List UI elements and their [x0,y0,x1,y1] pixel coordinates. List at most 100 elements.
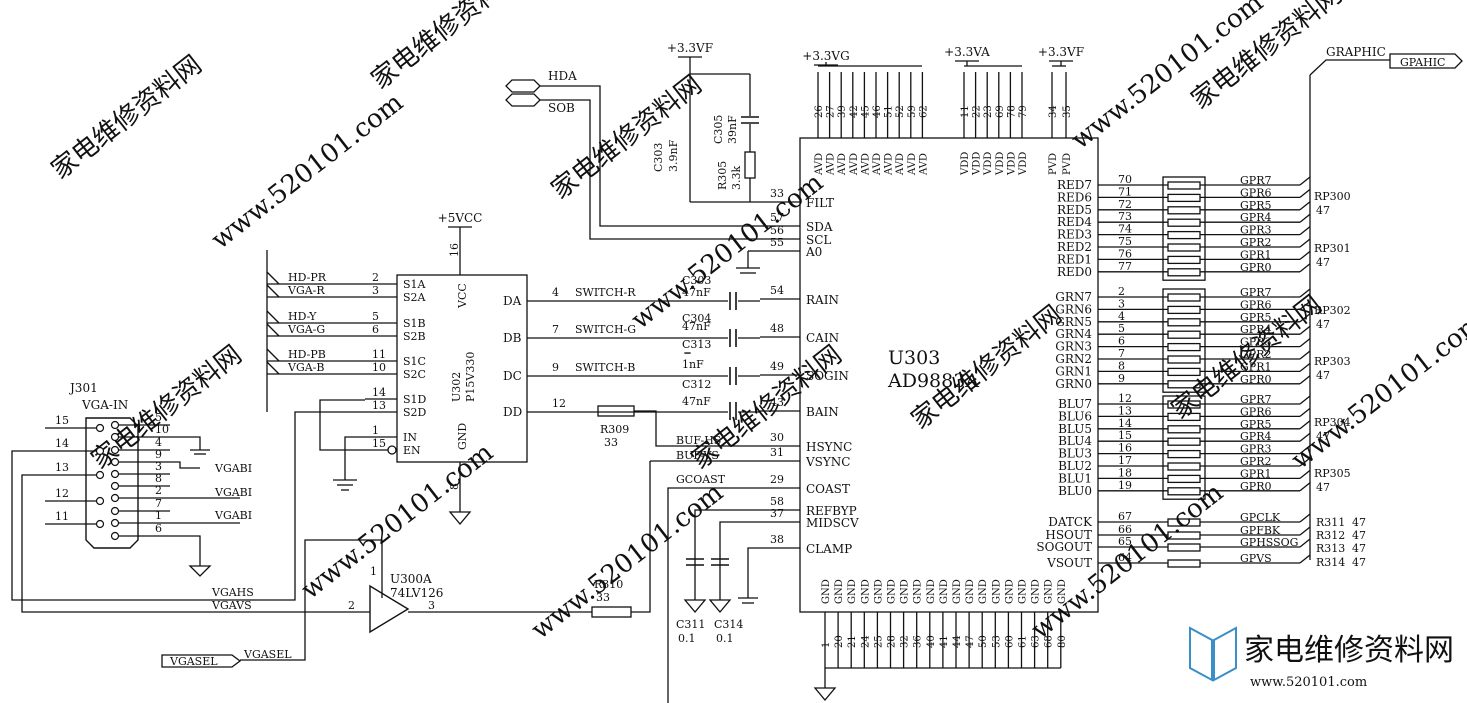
u302-output-net-label: SWITCH-R [575,286,636,299]
bus-entry [1299,538,1311,548]
resistor-pack-reference: RP304 [1314,416,1351,429]
vga-pin-hole [110,432,120,442]
bus-entry [1299,526,1311,536]
r305-reference: R305 [716,161,729,190]
series-resistor [1167,449,1201,459]
vs-return [631,461,651,613]
series-resistor [1167,318,1201,327]
u303-gnd-pin-number: 25 [873,635,884,648]
j301-right-pin-number: 7 [155,497,162,510]
u302-left-pin-name: S1D [403,393,427,406]
bus-net-label: GPR3 [1240,224,1271,237]
resistor-pack-reference: RP301 [1314,242,1351,255]
u303-top-pin-number: 42 [849,105,860,118]
u303-right-pin-name: BLU7 [1058,397,1092,411]
resistor-reference: R313 [1316,542,1345,555]
u303-right-pin-name: VSOUT [1046,556,1092,570]
u303-top-pin-number: 52 [895,105,906,118]
u303-top-pin-number: 35 [1062,105,1073,118]
u303-right-pin-name: HSOUT [1045,528,1092,542]
u303-right-pin-name: BLU1 [1058,471,1092,485]
u303-top-pin-number: 69 [995,105,1006,118]
series-resistor [1167,330,1201,339]
j301-right-pin-number: 10 [155,423,169,436]
vga-connector-shell [85,417,139,549]
u302-left-pin-name: EN [403,444,421,457]
u303-right-pin-name: BLU6 [1058,409,1092,423]
bus-entry [1299,188,1311,198]
series-resistor [1167,305,1201,315]
u303-right-pin-name: RED4 [1057,215,1092,229]
u303-right-pin-name: RED6 [1057,190,1092,204]
j301-gnd-10 [170,436,201,450]
j301-right-pin-number: 6 [155,522,162,535]
u303-top-pin-name: AVD [895,153,906,176]
u303-left-pin-name: COAST [806,482,850,496]
bus-entry-left [266,271,280,285]
u303-right-pin-number: 14 [1118,417,1132,430]
u303-gnd-pin-number: 40 [926,635,937,648]
u303-right-pin-number: 2 [1118,285,1125,298]
u303-top-pin-name: AVD [872,153,883,176]
u303-gnd-pin-number: 61 [1018,635,1029,648]
u303-top-pin-number: 11 [960,105,971,118]
u302-input-net-label: VGA-R [287,284,325,297]
bus-net-label: GPR1 [1240,467,1271,480]
bus-net-label: GPR5 [1240,199,1271,212]
u303-right-pin-number: 15 [1118,429,1132,442]
u303-part-number: AD9883A [887,370,979,392]
scl-net [540,99,760,240]
u303-left-pin-number: 30 [770,431,784,444]
vgahs-net [11,411,365,601]
u302-input-net-label: VGA-B [287,361,324,374]
u303-right-pin-name: GRN5 [1055,315,1092,329]
bus-net-label: GPFBK [1240,524,1281,537]
u303-right-pin-number: 70 [1118,173,1132,186]
u303-right-pin-name: BLU0 [1058,484,1092,498]
u303-right-pin-number: 64 [1118,551,1132,564]
j301-right-pin-number: 3 [155,460,162,473]
u303-top-pin-name: VDD [1018,152,1029,176]
u303-left-pin-number: 48 [770,322,784,335]
u302-reference: U302 [450,372,463,402]
u303-right-pin-number: 3 [1118,297,1125,310]
hda-label: HDA [548,69,577,83]
watermark-text: www.520101.com [1286,308,1467,476]
series-resistor [1167,437,1201,446]
coupling-cap-value: 47nF [682,320,711,333]
vga-pin-hole [110,469,120,479]
u303-left-pin-name: CLAMP [806,542,852,556]
series-resistor [1167,206,1201,215]
u303-right-pin-number: 75 [1118,235,1132,248]
bus-net-label: GPR7 [1240,393,1271,406]
resistor-reference: R311 [1316,516,1345,529]
r310-value: 33 [596,591,610,604]
bus-net-label: GPR3 [1240,443,1271,456]
u303-gnd-pin-number: 63 [1031,635,1042,648]
u303-right-pin-number: 18 [1118,466,1132,479]
u302-left-pin-number: 15 [372,437,386,450]
vgavs-net [21,474,340,613]
bus-net-label: GPR7 [1240,174,1271,187]
vgasel-port [161,654,242,668]
vga-pin-hole [95,496,105,506]
u303-gnd-pin-name: GND [939,579,950,604]
u303-gnd-pin-name: GND [900,579,911,604]
coupling-cap-value: 47nF [682,395,711,408]
u303-right-pin-name: RED0 [1057,265,1092,279]
bus-net-label: GPR1 [1240,248,1271,261]
u303-right-pin-number: 19 [1118,479,1132,492]
r305-body [744,151,756,179]
resistor-pack-reference: RP305 [1314,467,1351,480]
u303-top-pin-number: 78 [1006,105,1017,118]
u303-right-pin-name: GRN1 [1055,364,1092,378]
u303-gnd-pin-number: 44 [952,635,963,648]
bus-net-label: GPR5 [1240,311,1271,324]
u303-left-pin-name: SOGIN [806,369,849,383]
u303-right-pin-name: GRN3 [1055,340,1092,354]
u302-left-pin-name: S1B [403,317,426,330]
u302-input-net-label: HD-Y [288,310,317,323]
resistor-reference: R314 [1316,556,1345,569]
